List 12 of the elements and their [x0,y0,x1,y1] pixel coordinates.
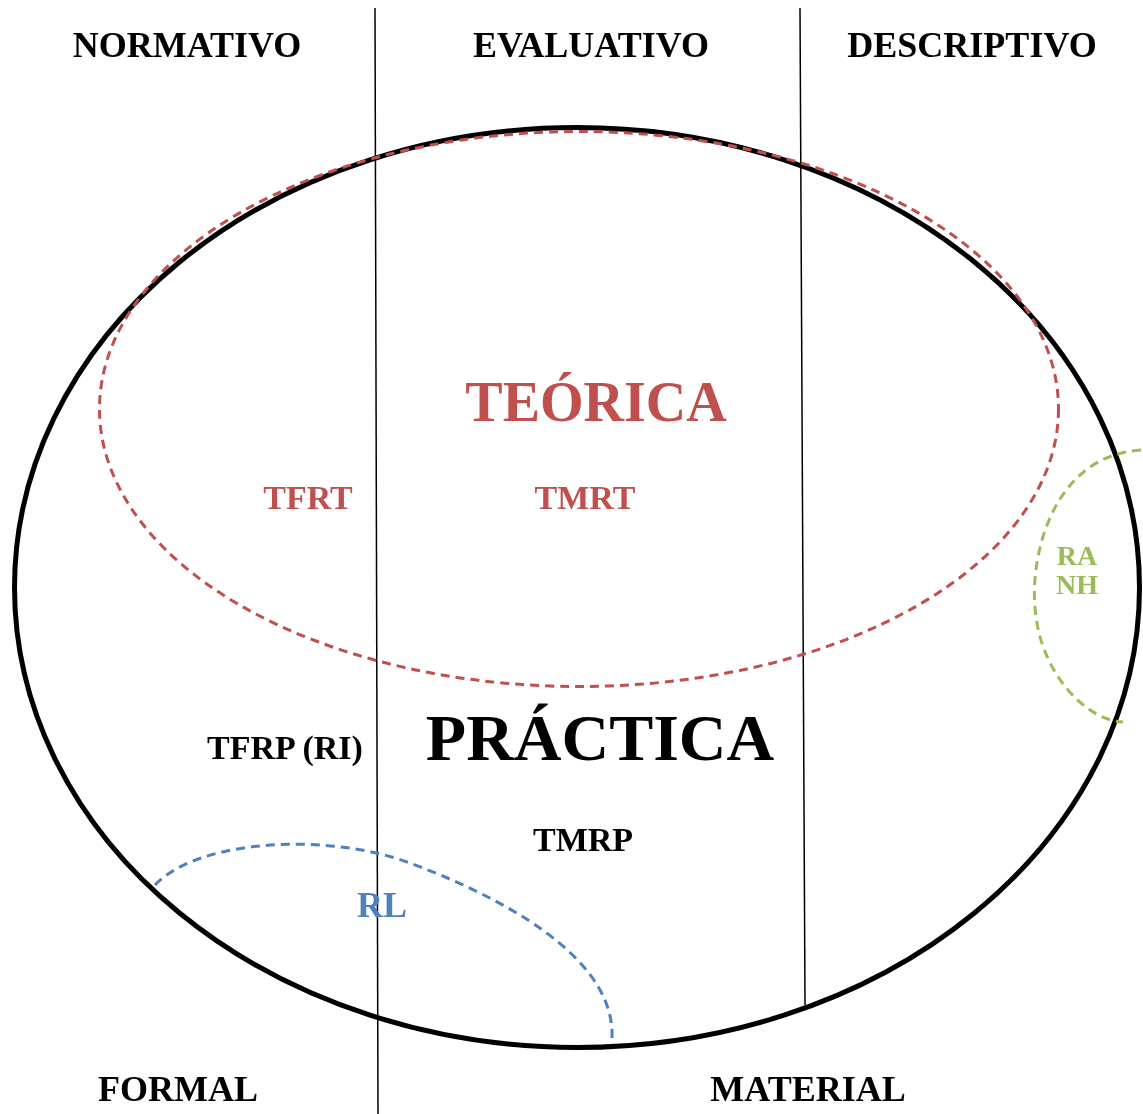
region-label: RA NH [1055,540,1099,600]
axis-label: NORMATIVO [72,27,302,65]
region-label: TMRP [532,822,634,858]
region-title: TEÓRICA [465,372,727,432]
axis-label: EVALUATIVO [473,27,709,65]
region-title: TFRP (RI) [207,730,363,766]
region-label: TMRT [534,480,636,516]
axis-label: FORMAL [98,1071,258,1109]
region-label: PRÁCTICA [425,703,775,773]
region-label: TFRT [263,480,353,516]
axis-label: DESCRIPTIVO [847,27,1097,65]
axis-label: MATERIAL [710,1071,906,1109]
